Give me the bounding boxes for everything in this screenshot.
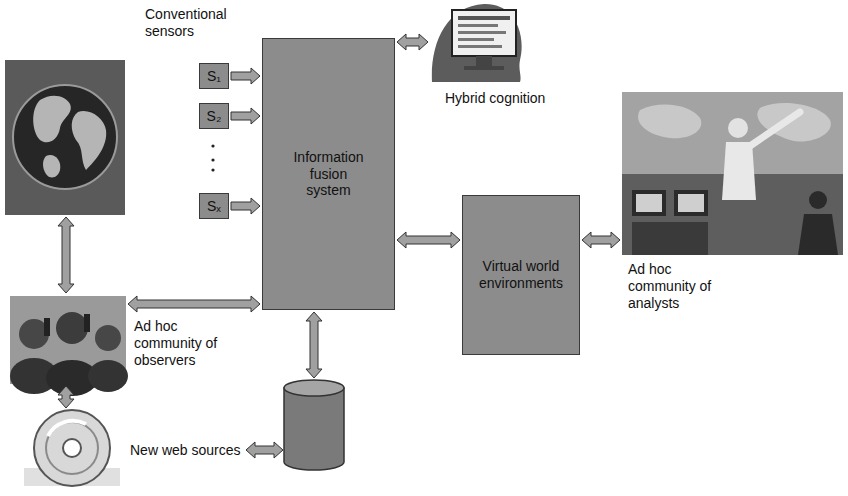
- box-label: S₂: [207, 108, 222, 125]
- sensor-box: Sₓ: [199, 193, 229, 219]
- double-arrow: [58, 386, 74, 408]
- database-cylinder: [284, 380, 344, 470]
- box-label: S₁: [207, 68, 221, 85]
- web-sources-picture: [24, 410, 120, 486]
- double-arrow: [582, 232, 620, 248]
- observers-node: Ad hoc community of observers: [10, 296, 126, 384]
- globe-picture: [5, 60, 125, 215]
- double-arrow: [246, 442, 283, 458]
- fusion-box: Information fusion system: [262, 38, 395, 310]
- double-arrow: [231, 198, 260, 214]
- observers-picture: [10, 296, 128, 396]
- double-arrow: [397, 34, 428, 50]
- sensor-box: S₁: [199, 63, 229, 89]
- ellipsis-dots: [211, 144, 214, 171]
- box-label: Information fusion system: [293, 149, 363, 199]
- sensor-box: S₂: [199, 103, 229, 129]
- node-label: Ad hoc community of analysts: [628, 261, 733, 311]
- node-label: New web sources: [130, 442, 241, 459]
- double-arrow: [397, 232, 460, 248]
- web-sources-node: New web sources: [20, 410, 124, 490]
- hybrid-cognition-picture: [432, 4, 522, 82]
- double-arrow: [58, 217, 74, 293]
- node-label: Ad hoc community of observers: [134, 318, 234, 368]
- virtual-world-box: Virtual world environments: [462, 195, 580, 355]
- double-arrow: [231, 68, 260, 84]
- double-arrow: [58, 386, 74, 408]
- free-label: Conventional sensors: [145, 6, 240, 40]
- analysts-node: Ad hoc community of analysts: [622, 92, 843, 255]
- analysts-picture: [622, 92, 843, 255]
- double-arrow: [128, 296, 260, 312]
- box-label: Sₓ: [207, 198, 221, 215]
- box-label: Virtual world environments: [479, 258, 563, 292]
- cognition-node: Hybrid cognition: [430, 2, 522, 82]
- double-arrow: [231, 108, 260, 124]
- node-label: Hybrid cognition: [445, 90, 545, 107]
- double-arrow: [306, 312, 322, 378]
